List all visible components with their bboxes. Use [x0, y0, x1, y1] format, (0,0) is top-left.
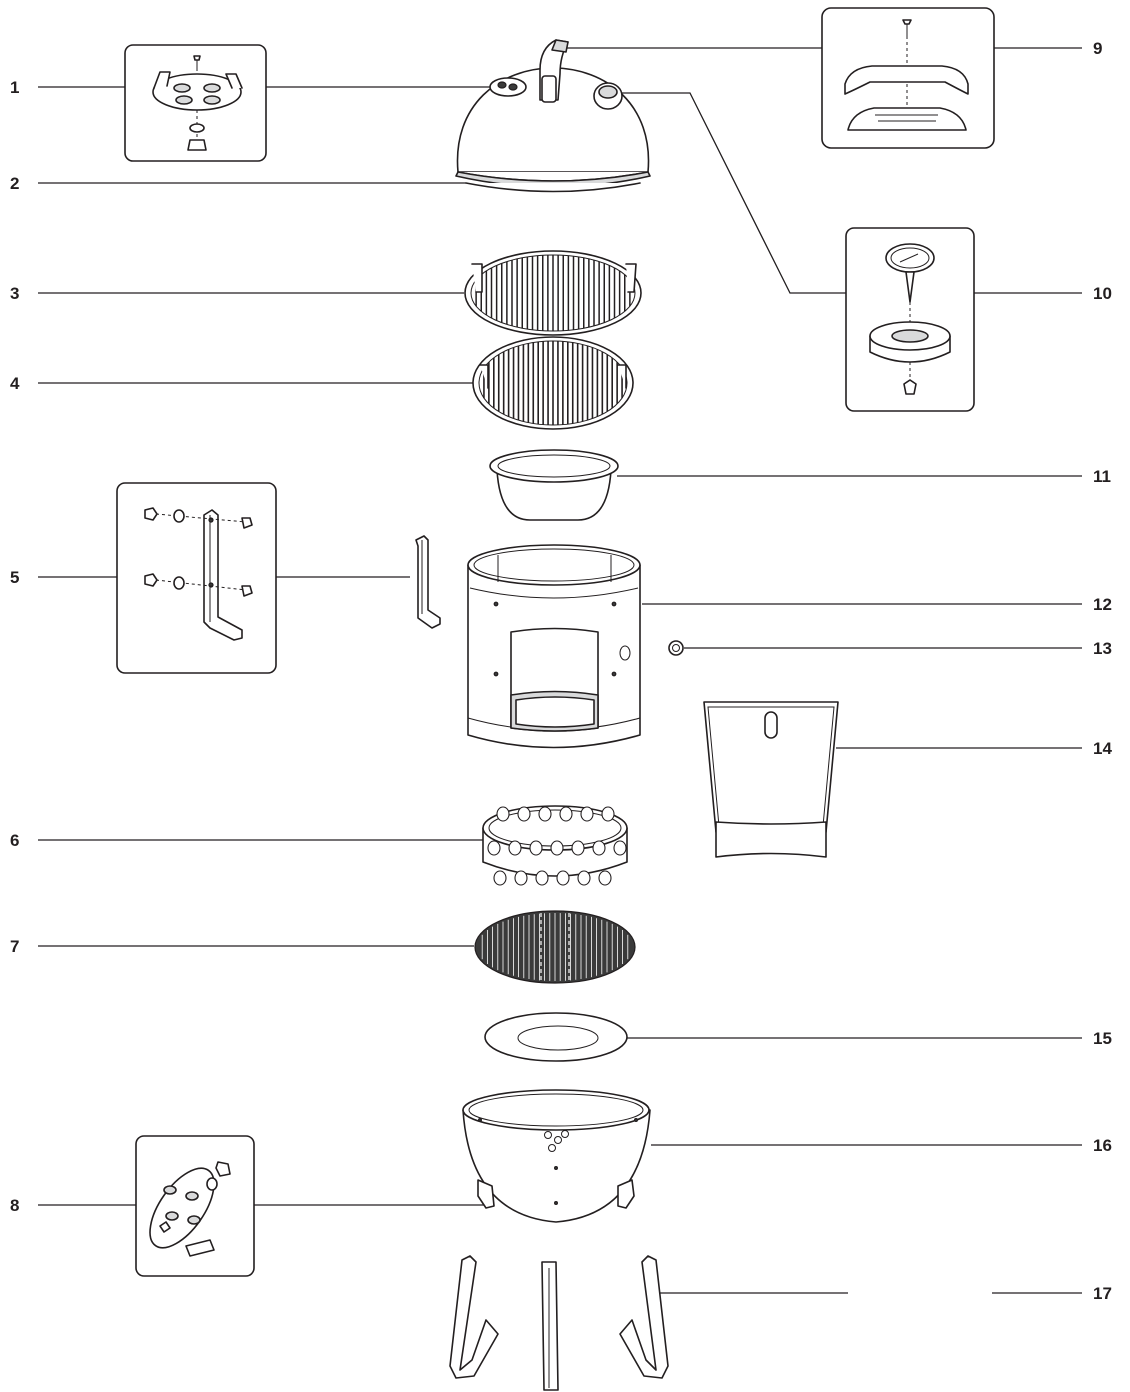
callout-6: 6: [10, 831, 19, 850]
callout-5: 5: [10, 568, 19, 587]
charcoal-ring: [482, 805, 628, 886]
ring-hole: [493, 870, 507, 886]
detail-box-lid-handle: [821, 7, 995, 149]
callout-16: 16: [1093, 1136, 1112, 1155]
ash-pan-center: [517, 1025, 599, 1051]
ring-hole: [577, 870, 591, 886]
ring-hole: [571, 840, 585, 856]
detail-box-bowl-damper: [135, 1135, 255, 1277]
ring-hole: [592, 840, 606, 856]
ring-hole: [538, 806, 552, 822]
door-knob-part: [668, 640, 684, 656]
callout-2: 2: [10, 174, 19, 193]
ring-hole: [535, 870, 549, 886]
bowl: [462, 1089, 651, 1223]
ash-pan: [484, 1012, 628, 1062]
cooking-grate-upper: [464, 250, 642, 336]
lid-vent: [489, 77, 527, 97]
lid: [455, 39, 651, 193]
ring-hole: [559, 806, 573, 822]
lid-thermometer-boss: [593, 82, 623, 110]
callout-7: 7: [10, 937, 19, 956]
leader-lines: [38, 47, 1082, 1294]
callout-11: 11: [1093, 467, 1111, 486]
callout-labels: 1 2 3 4 5 6 7 8 9 10 11 12 13 14 15 16 1…: [10, 39, 1112, 1303]
callout-4: 4: [10, 374, 20, 393]
ring-hole: [529, 840, 543, 856]
callout-3: 3: [10, 284, 19, 303]
ring-hole: [613, 840, 627, 856]
ash-pan-rim: [484, 1012, 628, 1062]
ring-hole: [601, 806, 615, 822]
detail-box-bracket-hardware: [116, 482, 277, 674]
ring-hole: [517, 806, 531, 822]
callout-15: 15: [1093, 1029, 1112, 1048]
callout-9: 9: [1093, 39, 1102, 58]
ring-hole: [508, 840, 522, 856]
callout-12: 12: [1093, 595, 1112, 614]
access-door: [703, 701, 839, 858]
ring-hole: [487, 840, 501, 856]
callout-14: 14: [1093, 739, 1112, 758]
callout-1: 1: [10, 78, 19, 97]
water-pan: [489, 449, 619, 521]
callout-17: 17: [1093, 1284, 1112, 1303]
ring-hole: [598, 870, 612, 886]
legs: [449, 1255, 669, 1391]
detail-box-thermometer: [845, 227, 975, 412]
callout-8: 8: [10, 1196, 19, 1215]
ring-hole: [496, 806, 510, 822]
ring-hole: [514, 870, 528, 886]
detail-box-vent-damper: [124, 44, 267, 162]
charcoal-grate: [474, 910, 636, 984]
ring-hole: [550, 840, 564, 856]
lid-handle: [539, 39, 569, 103]
ring-hole: [580, 806, 594, 822]
callout-10: 10: [1093, 284, 1112, 303]
ring-hole: [556, 870, 570, 886]
water-pan-bracket: [415, 535, 441, 629]
callout-13: 13: [1093, 639, 1112, 658]
cooking-grate-lower: [472, 336, 634, 430]
smoker-body: [467, 544, 641, 749]
